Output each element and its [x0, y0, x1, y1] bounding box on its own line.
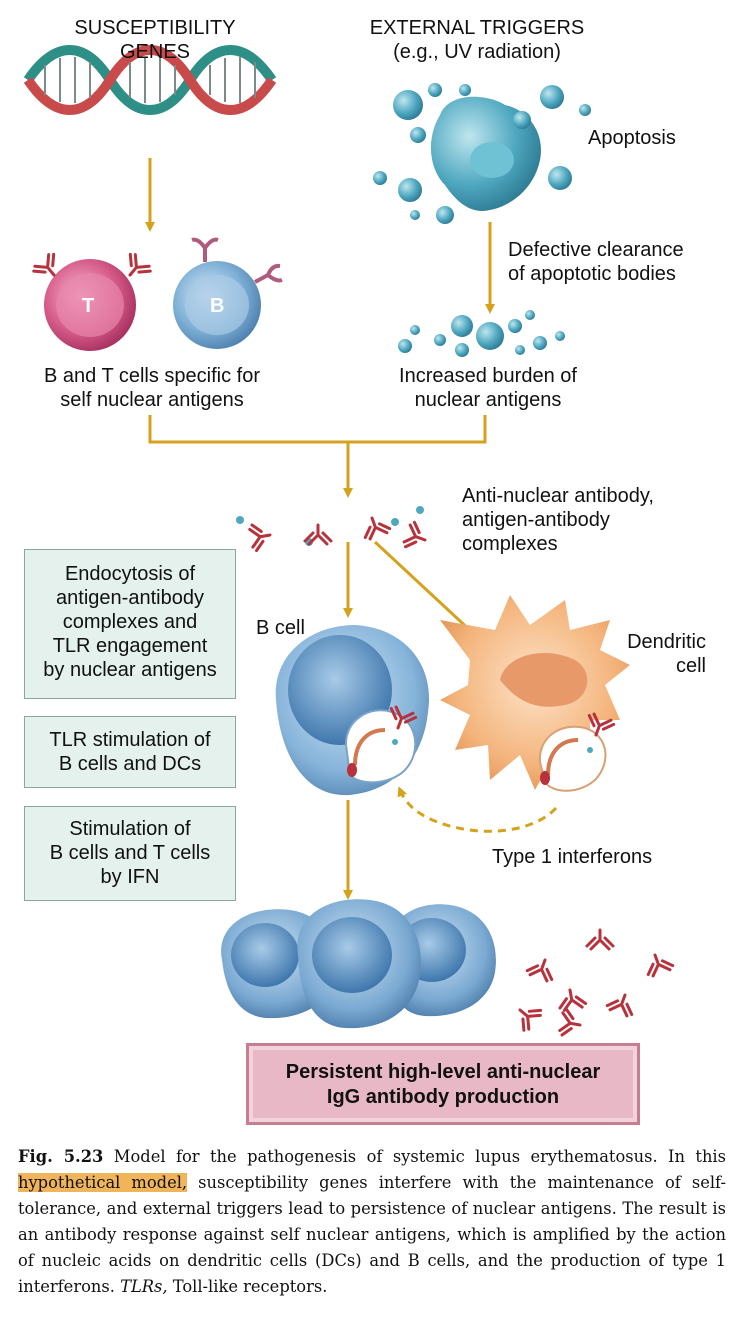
dendritic-cell-icon	[440, 595, 630, 792]
free-antibodies-icon	[510, 928, 676, 1040]
label-line: antigen-antibody	[462, 509, 610, 531]
label-line: cell	[675, 655, 706, 677]
label-line: nuclear antigens	[414, 389, 562, 411]
label-susceptibility-genes: SUSCEPTIBILITY GENES	[40, 16, 270, 64]
side-box-line: Endocytosis of	[64, 563, 196, 585]
side-box-line: complexes and	[62, 611, 198, 633]
caption-italic: TLRs,	[120, 1277, 168, 1296]
arrow-complexes-to-dc	[373, 540, 477, 637]
immune-complexes-icon	[236, 506, 431, 554]
b-cell-letter: B	[210, 295, 225, 317]
side-box-line: B cells and T cells	[49, 842, 211, 864]
label-complexes: Anti-nuclear antibody, antigen-antibody …	[462, 484, 654, 556]
arrow-interferons-dashed	[397, 786, 558, 833]
apoptotic-cell-icon	[373, 83, 591, 224]
label-line: Defective clearance	[508, 239, 684, 261]
arrow-merge-connector	[148, 415, 487, 494]
side-box-line: B cells and DCs	[58, 753, 202, 775]
b-cell-large-icon	[275, 625, 430, 796]
label-dendritic-cell: Dendritic cell	[616, 630, 706, 678]
figure-caption: Fig. 5.23 Model for the pathogenesis of …	[18, 1144, 726, 1300]
t-cell-letter: T	[82, 295, 95, 317]
label-line: B and T cells specific for	[43, 365, 261, 387]
label-b-cell: B cell	[256, 617, 305, 639]
label-line: (e.g., UV radiation)	[393, 41, 561, 63]
label-line: GENES	[119, 41, 191, 63]
side-box-tlr-stimulation: TLR stimulation of B cells and DCs	[24, 716, 236, 788]
dna-helix-icon	[23, 45, 277, 115]
side-box-line: by nuclear antigens	[43, 659, 217, 681]
label-defective-clearance: Defective clearance of apoptotic bodies	[508, 238, 684, 286]
side-box-line: TLR stimulation of	[49, 729, 211, 751]
side-box-line: TLR engagement	[52, 635, 208, 657]
caption-text: Toll-like receptors.	[167, 1277, 328, 1296]
figure-number: Fig. 5.23	[18, 1147, 104, 1166]
label-type1-interferons: Type 1 interferons	[492, 846, 653, 868]
label-external-triggers: EXTERNAL TRIGGERS (e.g., UV radiation)	[352, 16, 602, 64]
diagram-canvas	[23, 45, 676, 1040]
label-line: complexes	[462, 533, 558, 555]
t-cell-icon	[30, 250, 154, 351]
side-box-endocytosis: Endocytosis of antigen-antibody complexe…	[24, 549, 236, 699]
plasma-cells-icon	[221, 899, 496, 1029]
label-line: SUSCEPTIBILITY	[74, 17, 236, 39]
label-apoptosis: Apoptosis	[588, 127, 676, 149]
label-line: Anti-nuclear antibody,	[462, 485, 654, 507]
label-line: self nuclear antigens	[60, 389, 244, 411]
nuclear-antigens-icon	[398, 310, 565, 357]
side-box-line: antigen-antibody	[56, 587, 204, 609]
side-box-line: by IFN	[100, 866, 160, 888]
b-cell-small-icon	[173, 237, 283, 349]
label-line: Dendritic	[627, 631, 706, 653]
final-box-line: Persistent high-level anti-nuclear	[285, 1061, 601, 1083]
caption-highlight: hypothetical model,	[18, 1173, 188, 1192]
label-line: of apoptotic bodies	[508, 263, 676, 285]
side-box-line: Stimulation of	[69, 818, 191, 840]
caption-text: Model for the pathogenesis of systemic l…	[103, 1147, 726, 1166]
side-box-ifn-stimulation: Stimulation of B cells and T cells by IF…	[24, 806, 236, 901]
label-line: Increased burden of	[399, 365, 577, 387]
final-outcome-box: Persistent high-level anti-nuclear IgG a…	[246, 1043, 640, 1125]
label-line: EXTERNAL TRIGGERS	[369, 17, 585, 39]
label-increased-burden: Increased burden of nuclear antigens	[378, 364, 598, 412]
label-bt-cells: B and T cells specific for self nuclear …	[16, 364, 288, 412]
caption-text: susceptibility genes interfere with the …	[18, 1173, 726, 1296]
final-box-line: IgG antibody production	[326, 1086, 560, 1108]
